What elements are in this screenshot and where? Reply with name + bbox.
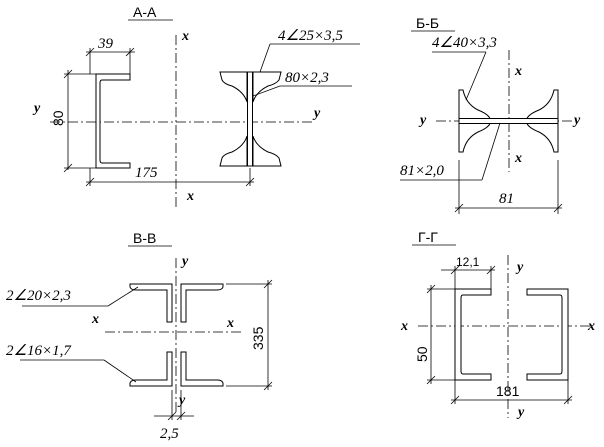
bb-axis-x-bottom-label: x — [514, 151, 522, 166]
section-gg: Г-Г y y x x 12,1 50 181 — [400, 229, 595, 420]
bb-angle-leader — [465, 51, 487, 101]
section-vv: В-В y y x x 2∠20×2,3 2∠16×1,7 335 2,5 — [6, 230, 273, 442]
vv-dim-gap-value: 2,5 — [160, 426, 179, 442]
gg-axis-y-top-label: y — [515, 260, 524, 275]
vv-dim-gap-tick-left — [167, 411, 177, 421]
aa-dim-flange-value: 39 — [97, 36, 114, 52]
aa-angle-assembly — [219, 71, 282, 167]
bb-angle-top-right — [526, 89, 559, 119]
aa-axis-y-right-label: y — [312, 106, 321, 121]
section-vv-title: В-В — [133, 230, 156, 246]
vv-angle-top-right — [180, 283, 224, 323]
vv-angle-bottom-left — [129, 351, 173, 387]
section-aa: А-А x x y y 39 80 175 — [32, 4, 360, 210]
bb-angle-bottom-left — [458, 123, 491, 153]
gg-dim-width-tick-right — [563, 395, 573, 405]
aa-channel-shape — [95, 73, 131, 169]
bb-angle-assembly — [458, 89, 559, 153]
bb-dim-width-tick-right — [553, 203, 563, 213]
gg-axis-y-bottom-label: y — [516, 405, 525, 420]
aa-dim-height-tick-top — [63, 69, 73, 79]
aa-axis-y-left-label: y — [32, 101, 41, 116]
aa-angle-leader — [259, 43, 271, 73]
vv-angle-top-label: 2∠20×2,3 — [6, 288, 71, 304]
bb-plate — [458, 118, 559, 124]
vv-angle-top-leader — [107, 286, 139, 307]
gg-channel-assembly — [454, 288, 569, 381]
vv-dim-height-tick-top — [263, 279, 273, 289]
section-gg-title: Г-Г — [418, 229, 438, 245]
section-bb: Б-Б x x y y 4∠40×3,3 81×2,0 81 — [400, 15, 581, 214]
vv-angle-bottom-label: 2∠16×1,7 — [6, 343, 72, 359]
bb-axis-y-left-label: y — [418, 113, 427, 128]
aa-angle-bottom-right — [252, 135, 282, 167]
bb-dim-width-value: 81 — [499, 191, 514, 207]
gg-channel-left — [454, 288, 492, 381]
gg-dim-width-tick-left — [450, 395, 460, 405]
bb-axis-y-right-label: y — [572, 113, 581, 128]
aa-web-plate — [247, 71, 253, 167]
bb-angle-label: 4∠40×3,3 — [432, 35, 497, 51]
bb-axis-x-top-label: x — [514, 64, 522, 79]
gg-dim-height-tick-bottom — [426, 375, 436, 385]
gg-dim-height-tick-top — [426, 284, 436, 294]
aa-dim-flange-tick-right — [125, 47, 135, 57]
aa-angle-label: 4∠25×3,5 — [278, 28, 343, 44]
aa-plate-label: 80×2,3 — [285, 70, 329, 86]
aa-dim-height-tick-bottom — [63, 163, 73, 173]
aa-plate-leader — [252, 85, 281, 97]
vv-dim-height-tick-bottom — [263, 381, 273, 391]
gg-dim-flange-tick-left — [450, 265, 460, 275]
gg-dim-flange-tick-right — [486, 265, 496, 275]
aa-dim-width-tick-left — [85, 177, 95, 187]
gg-dim-width-value: 181 — [496, 383, 520, 399]
vv-axis-y-bottom-label: y — [177, 393, 186, 408]
vv-angle-assembly — [129, 283, 224, 387]
vv-axis-y-top-label: y — [180, 254, 189, 269]
aa-angle-top-right — [252, 71, 282, 103]
aa-dim-flange-tick-left — [85, 47, 95, 57]
aa-angle-top-left — [219, 71, 248, 103]
aa-dim-width-tick-right — [245, 177, 255, 187]
bb-dim-width-tick-left — [454, 203, 464, 213]
vv-dim-height-value: 335 — [250, 326, 266, 350]
bb-angle-top-left — [458, 89, 491, 119]
vv-dim-gap-tick-right — [176, 411, 186, 421]
aa-dim-width-value: 175 — [135, 165, 158, 181]
vv-angle-bottom-leader — [103, 359, 137, 383]
bb-plate-leader — [481, 122, 501, 181]
bb-plate-label: 81×2,0 — [400, 163, 444, 179]
vv-axis-x-left-label: x — [91, 312, 99, 327]
bb-angle-bottom-right — [526, 123, 559, 153]
aa-dim-height-value: 80 — [50, 110, 66, 126]
aa-axis-x-bottom-label: x — [186, 189, 194, 204]
gg-channel-right — [526, 288, 569, 381]
vv-axis-x-right-label: x — [226, 316, 234, 331]
section-bb-title: Б-Б — [416, 15, 439, 31]
vv-angle-bottom-right — [180, 351, 224, 387]
gg-dim-flange-value: 12,1 — [456, 255, 480, 269]
gg-dim-height-value: 50 — [414, 346, 430, 362]
gg-axis-x-right-label: x — [587, 319, 595, 334]
vv-angle-top-left — [129, 283, 173, 323]
section-aa-title: А-А — [133, 4, 157, 20]
gg-axis-x-left-label: x — [400, 319, 408, 334]
aa-angle-bottom-left — [219, 135, 248, 167]
aa-axis-x-top-label: x — [181, 29, 189, 44]
